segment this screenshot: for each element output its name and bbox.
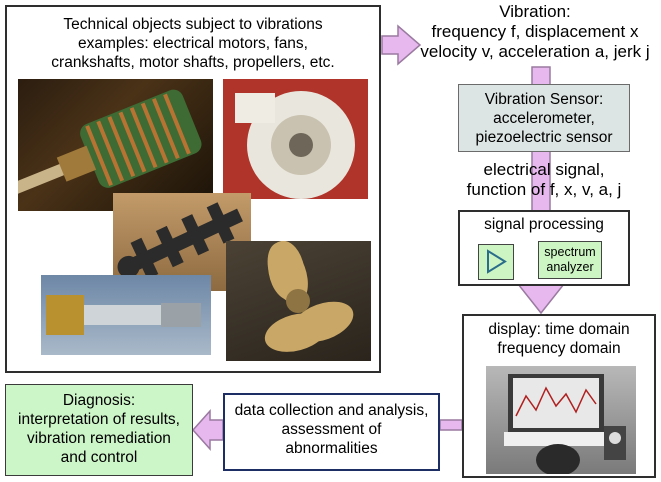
objects-box: Technical objects subject to vibrations … xyxy=(5,5,381,373)
display-caption: display: time domain frequency domain xyxy=(488,321,630,357)
signal-processing-box: signal processing spectrum analyzer xyxy=(458,210,630,286)
amplifier-icon xyxy=(478,244,514,280)
arrow-to-diagnosis xyxy=(191,409,224,451)
display-box: display: time domain frequency domain xyxy=(462,314,656,478)
motor-shaft-photo xyxy=(41,275,211,355)
objects-caption: Technical objects subject to vibrations … xyxy=(51,16,335,71)
fan-housing-photo xyxy=(223,79,368,199)
vibration-sensor-box: Vibration Sensor: accelerometer, piezoel… xyxy=(458,84,630,152)
arrow-to-vibration xyxy=(381,24,422,66)
display-operator-photo xyxy=(486,366,636,474)
diagnosis-box: Diagnosis: interpretation of results, vi… xyxy=(5,384,193,476)
data-analysis-box: data collection and analysis, assessment… xyxy=(223,393,440,471)
motor-rotor-photo xyxy=(18,79,213,211)
signal-processing-title: signal processing xyxy=(484,216,604,233)
electrical-signal-label: electrical signal, function of f, x, v, … xyxy=(466,160,622,199)
spectrum-analyzer-box: spectrum analyzer xyxy=(538,241,602,279)
propeller-photo xyxy=(226,241,371,361)
vibration-label: Vibration: frequency f, displacement x v… xyxy=(420,2,650,61)
arrow-to-analysis xyxy=(439,419,463,431)
